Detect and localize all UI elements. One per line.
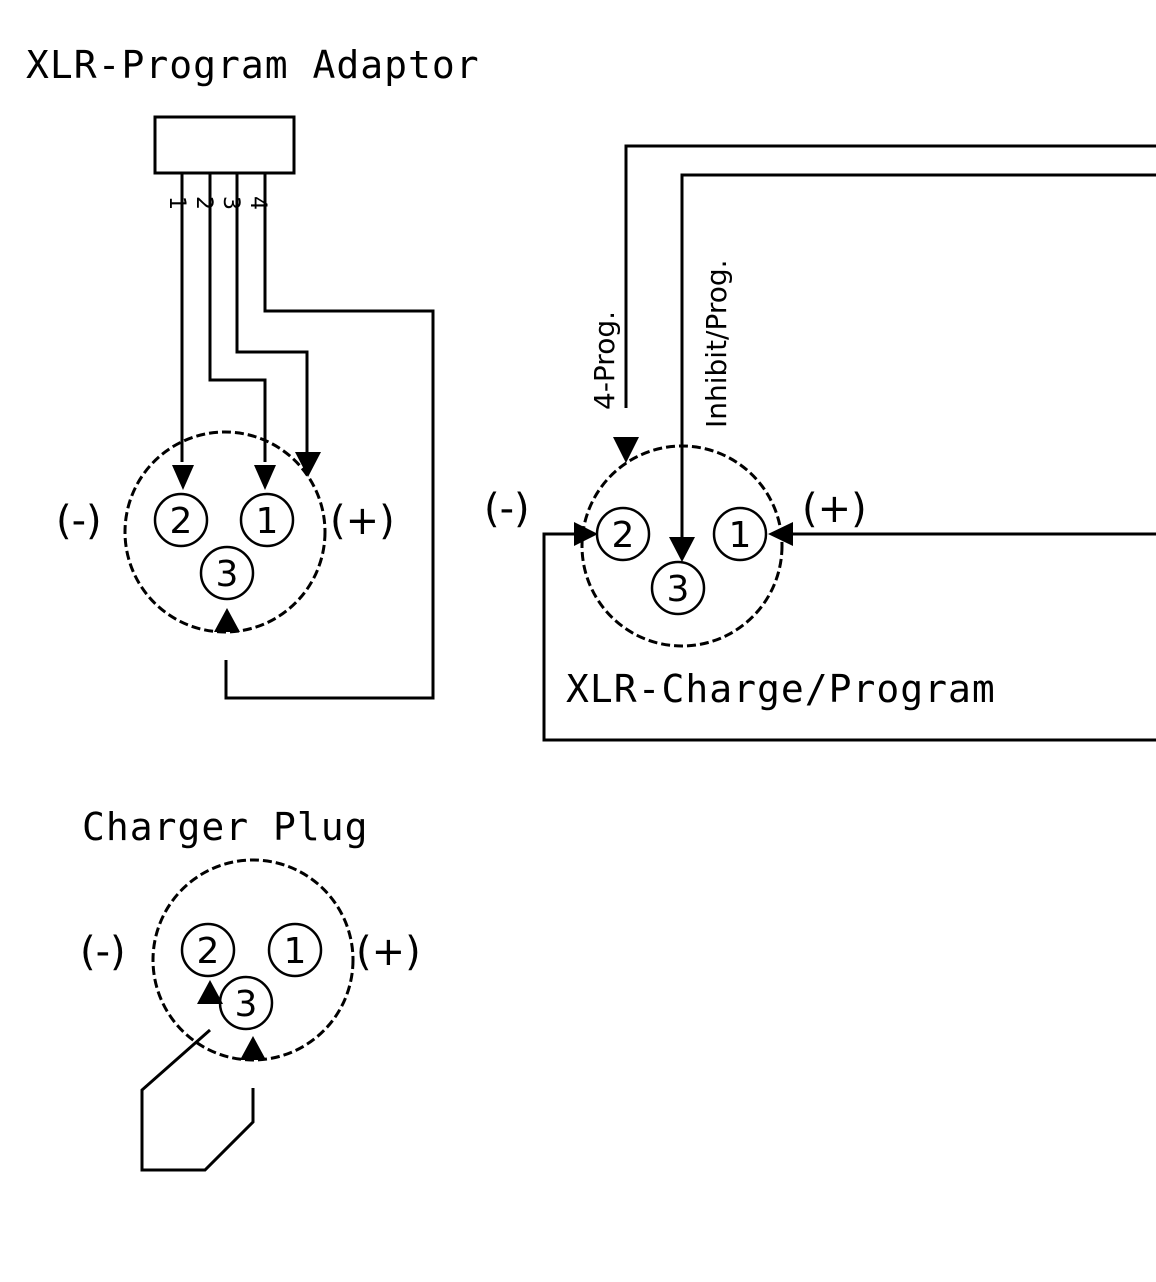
adaptor-wire-3 — [235, 173, 309, 452]
adaptor-header-pin-3: 3 — [218, 196, 243, 210]
charger-pin-3: 3 — [218, 975, 274, 1031]
charge-plus-label: (+) — [802, 486, 867, 532]
charger-pin-2-label: 2 — [197, 931, 220, 972]
adaptor-pin-1: 1 — [239, 492, 295, 548]
adaptor-pin-3: 3 — [199, 545, 255, 601]
charger-title: Charger Plug — [82, 805, 369, 849]
charge-minus-label: (-) — [484, 486, 530, 532]
adaptor-plus-label: (+) — [330, 498, 395, 544]
charge-arrow-inhibit-icon — [669, 537, 695, 562]
charge-wire-label-prog: 4-Prog. — [588, 311, 621, 410]
adaptor-arrow-wire1-icon — [172, 465, 194, 490]
charger-pin-1-label: 1 — [284, 931, 307, 972]
charge-pin-2: 2 — [595, 506, 651, 562]
adaptor-connector-body — [123, 430, 327, 634]
charge-title: XLR-Charge/Program — [566, 667, 996, 711]
adaptor-arrow-wire2-icon — [254, 465, 276, 490]
adaptor-header-pin-1: 1 — [164, 196, 189, 210]
adaptor-header-pin-2: 2 — [191, 196, 216, 210]
adaptor-wire-2 — [208, 173, 267, 462]
adaptor-minus-label: (-) — [56, 498, 102, 544]
charger-arrow-pin3-icon — [240, 1036, 266, 1060]
charger-minus-label: (-) — [80, 929, 126, 975]
adaptor-pin-3-label: 3 — [216, 554, 239, 595]
adaptor-pin-1-label: 1 — [256, 501, 279, 542]
charge-wire-label-inhibit: Inhibit/Prog. — [700, 259, 733, 428]
charge-wire-minus — [542, 532, 1156, 742]
charger-plus-label: (+) — [356, 929, 421, 975]
adaptor-wire-4 — [224, 173, 435, 700]
charge-wire-4-prog — [624, 144, 1156, 408]
charger-pin-1: 1 — [267, 922, 323, 978]
charge-arrow-plus-icon — [768, 522, 793, 546]
charge-pin-3-label: 3 — [667, 569, 690, 610]
charger-arrow-pin2-icon — [197, 980, 223, 1004]
adaptor-pin-2-label: 2 — [170, 501, 193, 542]
adaptor-header-block — [153, 115, 296, 175]
charge-pin-1: 1 — [712, 506, 768, 562]
charge-wire-inhibit — [680, 173, 1156, 540]
adaptor-arrow-wire3-icon — [295, 452, 321, 477]
charge-pin-2-label: 2 — [612, 515, 635, 556]
adaptor-arrow-pin3-icon — [214, 608, 240, 632]
charge-pin-3: 3 — [650, 560, 706, 616]
charge-arrow-minus-icon — [574, 522, 598, 546]
charge-arrow-prog-icon — [613, 437, 639, 463]
charger-jumper-wire — [140, 1028, 255, 1172]
charger-pin-3-label: 3 — [235, 984, 258, 1025]
adaptor-pin-2: 2 — [153, 492, 209, 548]
charge-pin-1-label: 1 — [729, 515, 752, 556]
charger-pin-2: 2 — [180, 922, 236, 978]
charge-connector-body — [580, 444, 784, 648]
adaptor-title: XLR-Program Adaptor — [26, 43, 480, 87]
